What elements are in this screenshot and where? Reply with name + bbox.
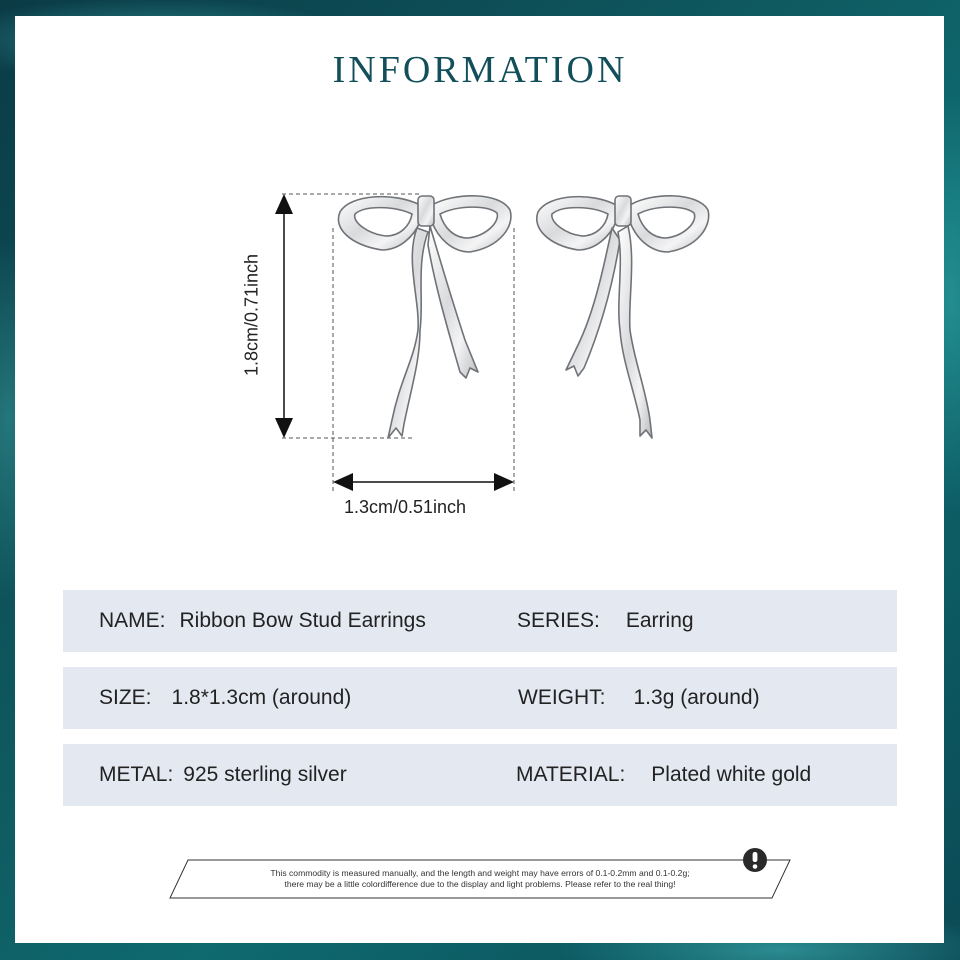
spec-label: WEIGHT: xyxy=(518,686,606,709)
spec-row-size: SIZE: 1.8*1.3cm (around) WEIGHT: 1.3g (a… xyxy=(63,667,897,729)
spec-label: NAME: xyxy=(99,609,166,632)
earring-dimension-figure xyxy=(275,193,710,492)
width-dimension-label: 1.3cm/0.51inch xyxy=(344,497,467,517)
disclaimer-text: This commodity is measured manually, and… xyxy=(270,868,690,889)
dimension-guides xyxy=(282,193,515,492)
spec-row-name: NAME: Ribbon Bow Stud Earrings SERIES: E… xyxy=(63,590,897,652)
spec-row-metal: METAL: 925 sterling silver MATERIAL: Pla… xyxy=(63,744,897,806)
spec-value: Ribbon Bow Stud Earrings xyxy=(179,609,426,632)
spec-value: Earring xyxy=(625,609,694,632)
parallelogram-frame xyxy=(169,859,791,899)
disclaimer-notice: This commodity is measured manually, and… xyxy=(168,858,792,900)
spec-value: 925 sterling silver xyxy=(183,763,347,786)
exclamation-icon xyxy=(743,848,767,872)
spec-value: 1.8*1.3cm (around) xyxy=(171,686,352,709)
spec-value: 1.3g (around) xyxy=(633,686,760,709)
spec-label: METAL: xyxy=(99,763,174,786)
spec-label: SIZE: xyxy=(99,686,152,709)
height-dimension-label: 1.8cm/0.71inch xyxy=(241,253,262,377)
page-title: INFORMATION xyxy=(332,49,628,91)
width-arrow xyxy=(333,473,514,491)
spec-label: MATERIAL: xyxy=(516,763,626,786)
spec-value: Plated white gold xyxy=(651,763,812,786)
bow-earring-right xyxy=(536,195,710,439)
bow-earring-left xyxy=(337,195,512,439)
spec-label: SERIES: xyxy=(517,609,600,632)
height-arrow xyxy=(275,194,293,438)
